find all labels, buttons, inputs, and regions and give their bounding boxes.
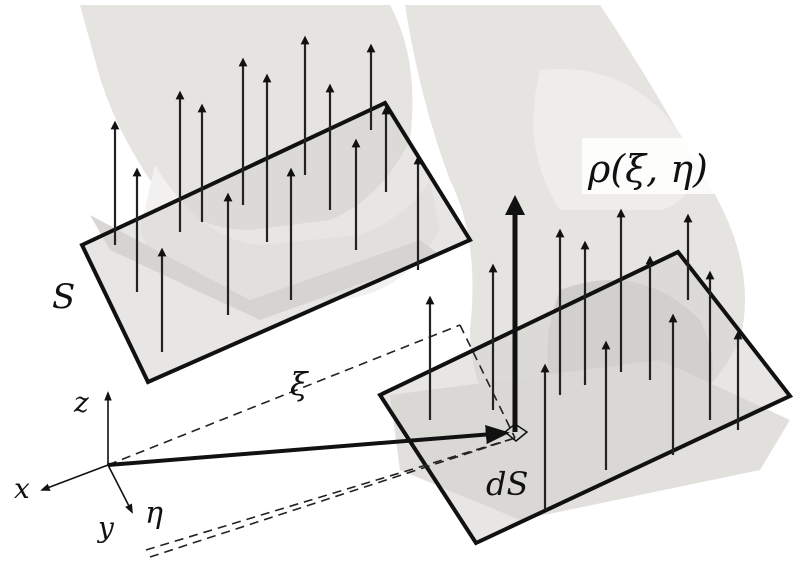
- axis-x-label: x: [14, 472, 30, 505]
- pressure-label-backdrop: [582, 138, 750, 194]
- pressure-arrows-right: [425, 208, 743, 510]
- contact-patch-left: [79, 100, 473, 385]
- contact-patch-right: [377, 249, 794, 546]
- axis-z-label: z: [73, 386, 89, 419]
- projection-lines: [107, 324, 516, 558]
- area-element: [503, 423, 529, 442]
- pressure-arrows-left: [110, 35, 423, 352]
- position-vector: [107, 424, 510, 467]
- pressure-label: ρ(ξ, η): [587, 147, 708, 191]
- area-element-label: dS: [486, 465, 528, 503]
- eta-label: η: [145, 496, 163, 531]
- surface-label: S: [52, 277, 75, 317]
- axis-y: [107, 464, 133, 514]
- xi-label: ξ: [290, 365, 309, 403]
- coordinate-axes: [40, 391, 133, 514]
- axis-x: [40, 464, 109, 491]
- axis-y-label: y: [96, 511, 115, 544]
